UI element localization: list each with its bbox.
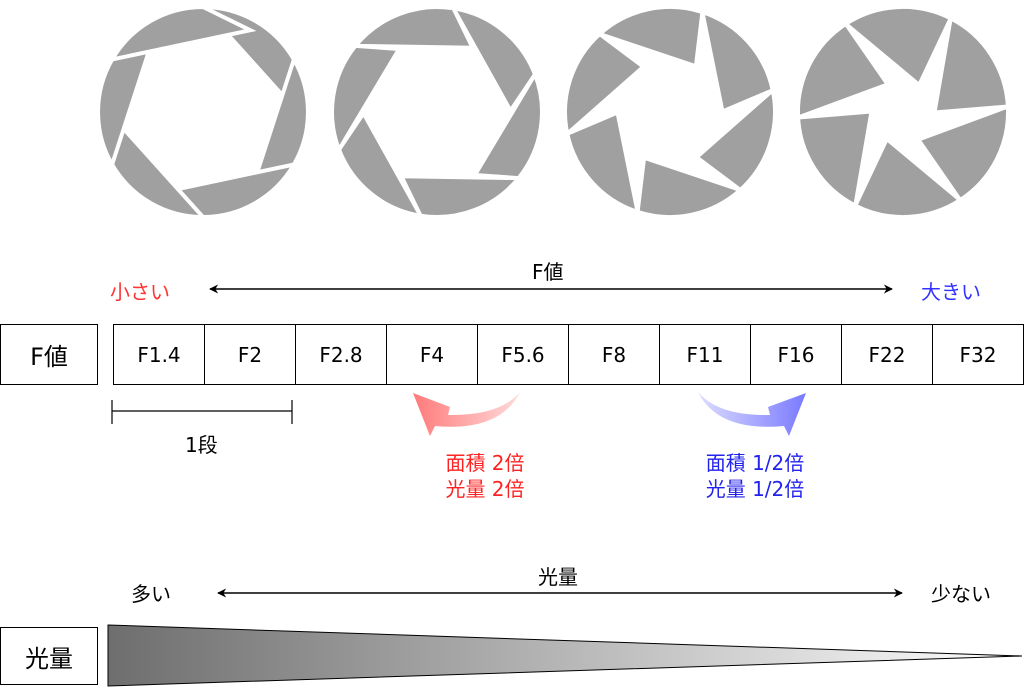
light-row-header: 光量 [0, 627, 98, 685]
fstop-cell: F5.6 [478, 325, 569, 384]
aperture-icon [330, 5, 544, 219]
close-light-text: 光量 1/2倍 [705, 477, 805, 501]
fvalue-small-label: 小さい [110, 280, 170, 304]
aperture-blade [108, 4, 257, 63]
fstop-cell: F22 [842, 325, 933, 384]
aperture-icon [795, 4, 1011, 220]
fstop-cell: F4 [387, 325, 478, 384]
open-area-text: 面積 2倍 [445, 451, 525, 475]
close-aperture-note: 面積 1/2倍 光量 1/2倍 [675, 450, 835, 502]
aperture-diagrams [96, 4, 1011, 220]
close-area-text: 面積 1/2倍 [705, 451, 805, 475]
fstop-cell: F2 [205, 325, 296, 384]
fvalue-row-header: F値 [0, 324, 98, 385]
light-gradient-wedge [107, 624, 1023, 687]
aperture-blade [595, 4, 705, 69]
fstop-cell: F32 [959, 342, 997, 367]
fstop-cell: F2.8 [296, 325, 387, 384]
fvalue-axis-title: F値 [532, 260, 564, 284]
fvalue-large-label: 大きい [921, 280, 981, 304]
aperture-icon [563, 4, 777, 220]
aperture-icon [96, 4, 310, 220]
fstop-cell: F16 [751, 325, 842, 384]
fstop-cell: F11 [660, 325, 751, 384]
aperture-blade [565, 109, 641, 215]
aperture-blade [842, 4, 954, 89]
light-axis-title: 光量 [538, 565, 578, 589]
one-stop-label: 1段 [185, 433, 218, 457]
aperture-blade [699, 9, 775, 115]
fstop-cell: F1.4 [114, 325, 205, 384]
close-curved-arrow [698, 392, 806, 436]
open-light-text: 光量 2倍 [445, 477, 525, 501]
open-aperture-note: 面積 2倍 光量 2倍 [405, 450, 565, 502]
light-less-label: 少ない [931, 582, 991, 606]
one-stop-bracket [111, 400, 293, 424]
open-curved-arrow [413, 392, 520, 436]
light-more-label: 多い [131, 582, 171, 606]
aperture-blade [351, 5, 476, 50]
fstop-cell: F8 [569, 325, 660, 384]
